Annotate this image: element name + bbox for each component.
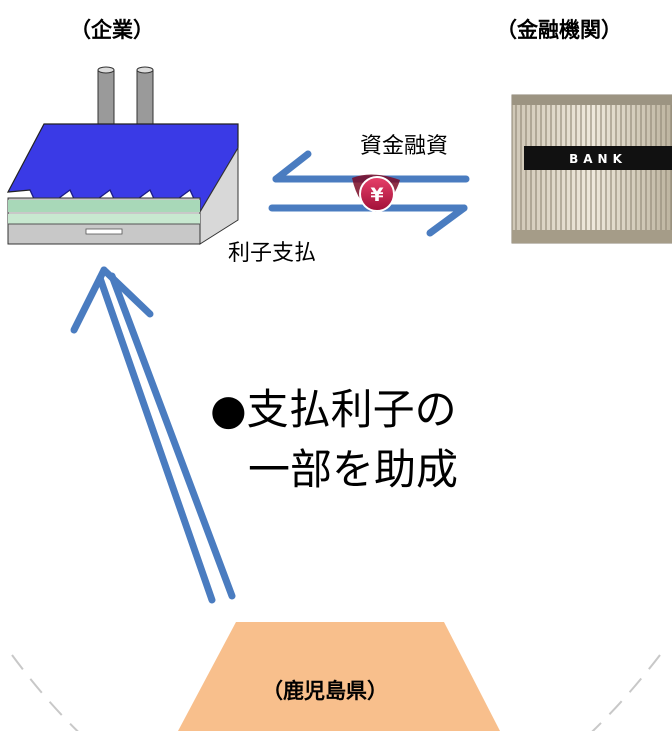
loan-arrow	[268, 204, 468, 237]
yen-coin-icon	[352, 174, 400, 212]
prefecture-label: （鹿児島県）	[262, 679, 388, 703]
subsidy-arrow	[70, 266, 236, 604]
yen-symbol: ¥	[370, 184, 383, 206]
interest-label: 利子支払	[228, 241, 317, 266]
bank-label: （金融機関）	[496, 18, 622, 42]
prefecture-block	[178, 622, 500, 731]
bank-sign-text: BANK	[569, 152, 627, 166]
subsidy-text-line1: ●支払利子の	[210, 385, 457, 434]
subsidy-text-line2: 一部を助成	[248, 445, 459, 494]
dashed-circle-outline	[11, 654, 661, 731]
loan-label: 資金融資	[360, 134, 449, 159]
factory-icon	[6, 66, 239, 245]
company-label: （企業）	[70, 18, 154, 42]
bank-building-icon	[511, 94, 672, 244]
